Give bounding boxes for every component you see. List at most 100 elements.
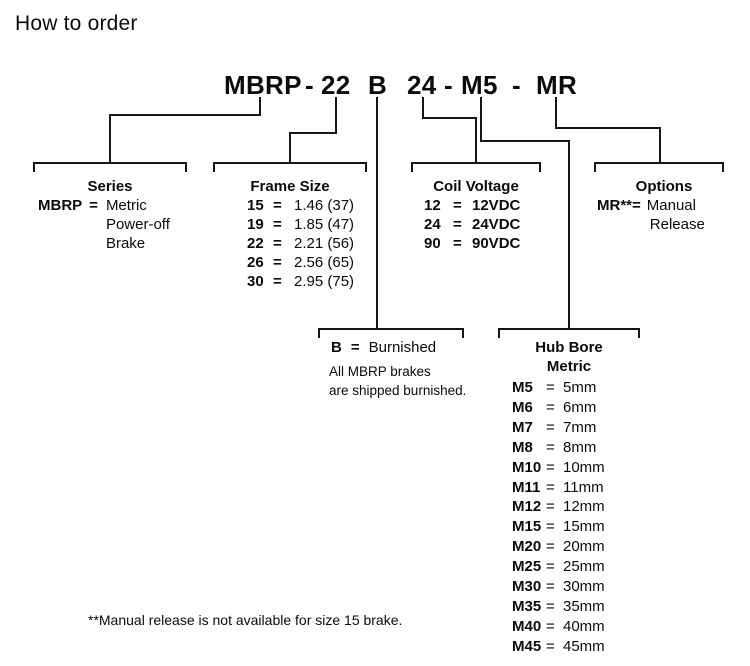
- hub-bore-row: M8 = 8mm: [498, 438, 640, 458]
- equals-sign: =: [546, 398, 555, 416]
- frame-size-code: 30: [247, 273, 264, 290]
- coil-voltage-bracket: [411, 162, 541, 172]
- hub-bore-row: M45 = 45mm: [498, 637, 640, 657]
- frame-size-connector-horizontal: [289, 132, 337, 134]
- equals-sign: =: [546, 617, 555, 635]
- options-group: Options MR**= Manual Release: [594, 177, 734, 234]
- code-frame-size: 22: [321, 70, 351, 100]
- hub-bore-code: M15: [512, 518, 542, 536]
- hub-bore-code: M30: [512, 578, 542, 596]
- hub-bore-connector-horizontal: [480, 140, 570, 142]
- hub-bore-row: M15 = 15mm: [498, 517, 640, 537]
- options-connector-drop-2: [659, 127, 661, 164]
- hub-bore-code: M7: [512, 418, 533, 436]
- options-connector-drop: [555, 97, 557, 129]
- burnished-value: Burnished: [368, 339, 437, 356]
- hub-bore-value: 11mm: [563, 478, 604, 496]
- series-connector-drop-2: [109, 114, 111, 164]
- hub-bore-row: M40 = 40mm: [498, 617, 640, 637]
- coil-voltage-connector-drop: [422, 97, 424, 119]
- hub-bore-code: M6: [512, 398, 533, 416]
- equals-sign: =: [453, 235, 462, 252]
- hub-bore-group: Hub Bore Metric M5 = 5mm M6 = 6mm M7 = 7…: [498, 338, 640, 657]
- frame-size-code: 19: [247, 216, 264, 233]
- frame-size-row: 26 = 2.56 (65): [213, 253, 367, 272]
- equals-sign: =: [546, 498, 555, 516]
- hub-bore-code: M12: [512, 498, 542, 516]
- equals-sign: =: [546, 578, 555, 596]
- hub-bore-value: 35mm: [563, 597, 605, 615]
- frame-size-row: 15 = 1.46 (37): [213, 196, 367, 215]
- equals-sign: =: [546, 438, 555, 456]
- series-definition: MBRP = Metric Power-off Brake: [33, 196, 187, 253]
- code-series: MBRP: [224, 70, 302, 100]
- hub-bore-code: M40: [512, 617, 542, 635]
- hub-bore-value: 25mm: [563, 558, 605, 576]
- hub-bore-code: M5: [512, 379, 533, 396]
- frame-size-code: 15: [247, 197, 264, 214]
- series-value-line: Metric: [105, 197, 147, 214]
- options-definition: MR**= Manual Release: [594, 196, 734, 234]
- equals-sign: =: [546, 418, 555, 436]
- coil-voltage-title: Coil Voltage: [433, 178, 519, 195]
- hub-bore-value: 5mm: [563, 379, 597, 396]
- hub-bore-row: M7 = 7mm: [498, 418, 640, 438]
- hub-bore-code: M11: [512, 478, 541, 496]
- burnished-note: All MBRP brakes are shipped burnished.: [318, 362, 468, 400]
- hub-bore-code: M35: [512, 597, 542, 615]
- frame-size-value: 2.56 (65): [294, 254, 355, 271]
- equals-sign: =: [546, 478, 555, 496]
- equals-sign: =: [453, 197, 462, 214]
- hub-bore-value: 7mm: [563, 418, 597, 436]
- frame-size-value: 2.95 (75): [294, 273, 355, 290]
- hub-bore-connector-drop-2: [568, 140, 570, 330]
- options-value-line: Manual: [646, 197, 696, 214]
- frame-size-row: 30 = 2.95 (75): [213, 272, 367, 291]
- frame-size-connector-drop: [335, 97, 337, 134]
- code-separator-3: -: [512, 70, 521, 100]
- code-coil-voltage: 24: [407, 70, 437, 100]
- equals-sign: =: [453, 216, 462, 233]
- equals-sign: =: [546, 379, 555, 396]
- equals-sign: =: [273, 273, 282, 290]
- page-title: How to order: [15, 12, 138, 35]
- equals-sign: =: [546, 637, 555, 655]
- hub-bore-value: 40mm: [563, 617, 605, 635]
- burnished-connector-drop: [376, 97, 378, 330]
- equals-sign: =: [546, 558, 555, 576]
- equals-sign: =: [350, 339, 360, 356]
- options-bracket: [594, 162, 724, 172]
- equals-sign: =: [546, 538, 555, 556]
- hub-bore-row: M35 = 35mm: [498, 597, 640, 617]
- code-burnish: B: [368, 70, 388, 100]
- hub-bore-connector-drop: [480, 97, 482, 142]
- hub-bore-row: M12 = 12mm: [498, 497, 640, 517]
- hub-bore-subtitle: Metric: [546, 358, 592, 375]
- series-bracket: [33, 162, 187, 172]
- series-group: Series MBRP = Metric Power-off Brake: [33, 177, 187, 253]
- series-connector-horizontal: [109, 114, 261, 116]
- code-hub-bore: M5: [461, 70, 498, 100]
- hub-bore-value: 6mm: [563, 398, 597, 416]
- series-title: Series: [87, 178, 133, 195]
- frame-size-row: 22 = 2.21 (56): [213, 234, 367, 253]
- equals-sign: =: [89, 197, 98, 214]
- coil-voltage-row: 90 = 90VDC: [411, 234, 541, 253]
- equals-sign: =: [546, 597, 555, 615]
- frame-size-group: Frame Size 15 = 1.46 (37) 19 = 1.85 (47)…: [213, 177, 367, 291]
- equals-sign: =: [273, 197, 282, 214]
- series-connector-drop: [259, 97, 261, 116]
- hub-bore-row: M11 = 11mm: [498, 478, 640, 498]
- code-separator-1: -: [305, 70, 314, 100]
- burnished-bracket: [318, 328, 464, 338]
- hub-bore-row: M5 = 5mm: [498, 378, 640, 398]
- frame-size-value: 1.85 (47): [294, 216, 355, 233]
- equals-sign: =: [546, 518, 555, 536]
- coil-voltage-row: 12 = 12VDC: [411, 196, 541, 215]
- coil-voltage-value: 90VDC: [472, 235, 521, 252]
- hub-bore-value: 20mm: [563, 538, 605, 556]
- hub-bore-code: M10: [512, 458, 542, 476]
- burnished-note-line: are shipped burnished.: [329, 383, 467, 398]
- series-value: Metric Power-off Brake: [106, 196, 170, 253]
